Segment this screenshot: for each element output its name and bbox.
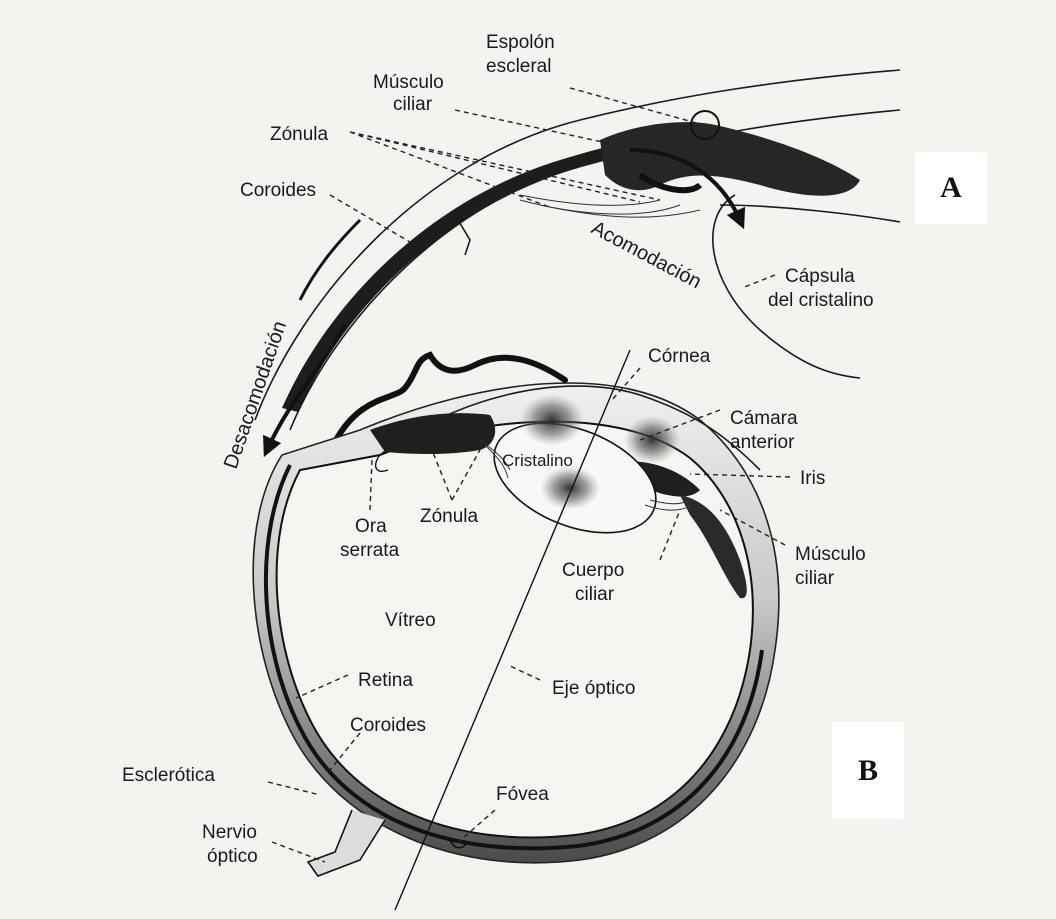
label-musculo-a-2: ciliar <box>393 94 433 115</box>
label-ora-1: Ora <box>355 516 387 537</box>
label-musculo-b-1: Músculo <box>795 544 866 565</box>
ciliary-muscle-a <box>600 122 860 196</box>
label-acomodacion: Acomodación <box>588 217 705 293</box>
optic-nerve-b <box>308 810 385 876</box>
label-capsula-1: Cápsula <box>785 266 855 287</box>
label-esclerotica: Esclerótica <box>122 765 215 786</box>
label-capsula-2: del cristalino <box>768 290 874 311</box>
label-cristalino: Cristalino <box>502 451 573 470</box>
label-iris: Iris <box>800 468 825 489</box>
label-cuerpo-2: ciliar <box>575 584 615 605</box>
panel-b-drawing <box>253 350 779 910</box>
label-coroides-b: Coroides <box>350 715 426 736</box>
panel-a-box: A <box>915 152 987 224</box>
label-camara-1: Cámara <box>730 408 798 429</box>
label-nervio-2: óptico <box>207 846 258 867</box>
label-ora-2: serrata <box>340 540 400 561</box>
label-espolon-1: Espolón <box>486 32 555 53</box>
label-camara-2: anterior <box>730 432 795 453</box>
label-nervio-1: Nervio <box>202 822 257 843</box>
label-cuerpo-1: Cuerpo <box>562 560 624 581</box>
label-musculo-a-1: Músculo <box>373 72 444 93</box>
label-coroides-a: Coroides <box>240 180 316 201</box>
label-musculo-b-2: ciliar <box>795 568 835 589</box>
panel-a-letter: A <box>915 173 987 203</box>
panel-b-box: B <box>832 722 904 819</box>
panel-b-letter: B <box>832 756 904 786</box>
label-vitreo: Vítreo <box>385 610 436 631</box>
label-cornea: Córnea <box>648 346 711 367</box>
label-retina: Retina <box>358 670 413 691</box>
label-desacomodacion: Desacomodación <box>220 318 291 471</box>
label-zonula-b: Zónula <box>420 506 479 527</box>
label-espolon-2: escleral <box>486 56 551 77</box>
label-zonula-a: Zónula <box>270 124 329 145</box>
label-fovea: Fóvea <box>496 784 549 805</box>
label-eje-optico: Eje óptico <box>552 678 635 699</box>
sclera-outer-arc-a <box>255 70 900 420</box>
